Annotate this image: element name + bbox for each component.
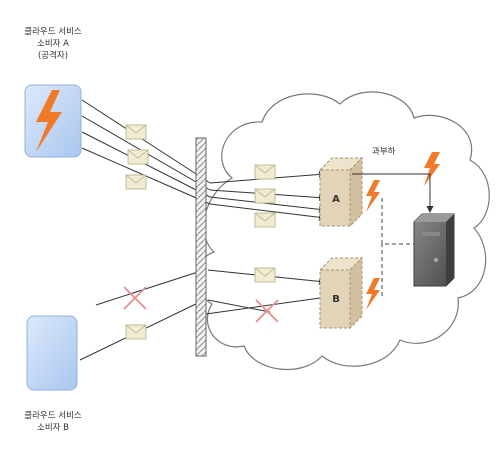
consumer-a-label-line3: (공격자) <box>37 51 69 61</box>
envelope-icon <box>254 267 276 283</box>
envelope-icon <box>254 212 276 228</box>
consumer-a-label-line2: 소비자 A <box>37 39 69 49</box>
envelope-icon <box>254 164 276 180</box>
consumer-b-traffic-lines <box>79 269 205 361</box>
envelope-icon <box>127 149 149 165</box>
overload-line <box>352 173 434 213</box>
blocked-x-icon <box>123 286 147 310</box>
server-a-label: A <box>332 194 340 205</box>
envelope-icon <box>125 124 147 140</box>
envelope-icon <box>254 188 276 204</box>
consumer-b-label: 클라우드 서비스 소비자 B <box>16 410 90 434</box>
cloud-boundary <box>196 91 490 370</box>
blocked-x-icon <box>255 299 279 323</box>
envelope-icon <box>125 324 147 340</box>
dashed-connectors <box>381 198 414 296</box>
envelope-icon <box>125 174 147 190</box>
consumer-b-label-line1: 클라우드 서비스 <box>24 411 82 421</box>
server-b-box <box>318 256 364 330</box>
overload-label: 과부하 <box>372 147 396 157</box>
overload-bolt-icon <box>366 180 380 212</box>
consumer-a-label: 클라우드 서비스 소비자 A (공격자) <box>16 26 90 62</box>
firewall <box>195 137 207 357</box>
physical-server-icon <box>413 213 455 287</box>
attack-bolt-icon <box>36 90 62 152</box>
consumer-b-device <box>26 315 78 391</box>
server-b-label: B <box>332 294 340 305</box>
overload-bolt-icon <box>366 278 380 310</box>
server-a-box <box>318 156 364 228</box>
consumer-b-label-line2: 소비자 B <box>37 423 69 433</box>
overload-bolt-icon <box>424 152 440 186</box>
consumer-a-label-line1: 클라우드 서비스 <box>24 27 82 37</box>
